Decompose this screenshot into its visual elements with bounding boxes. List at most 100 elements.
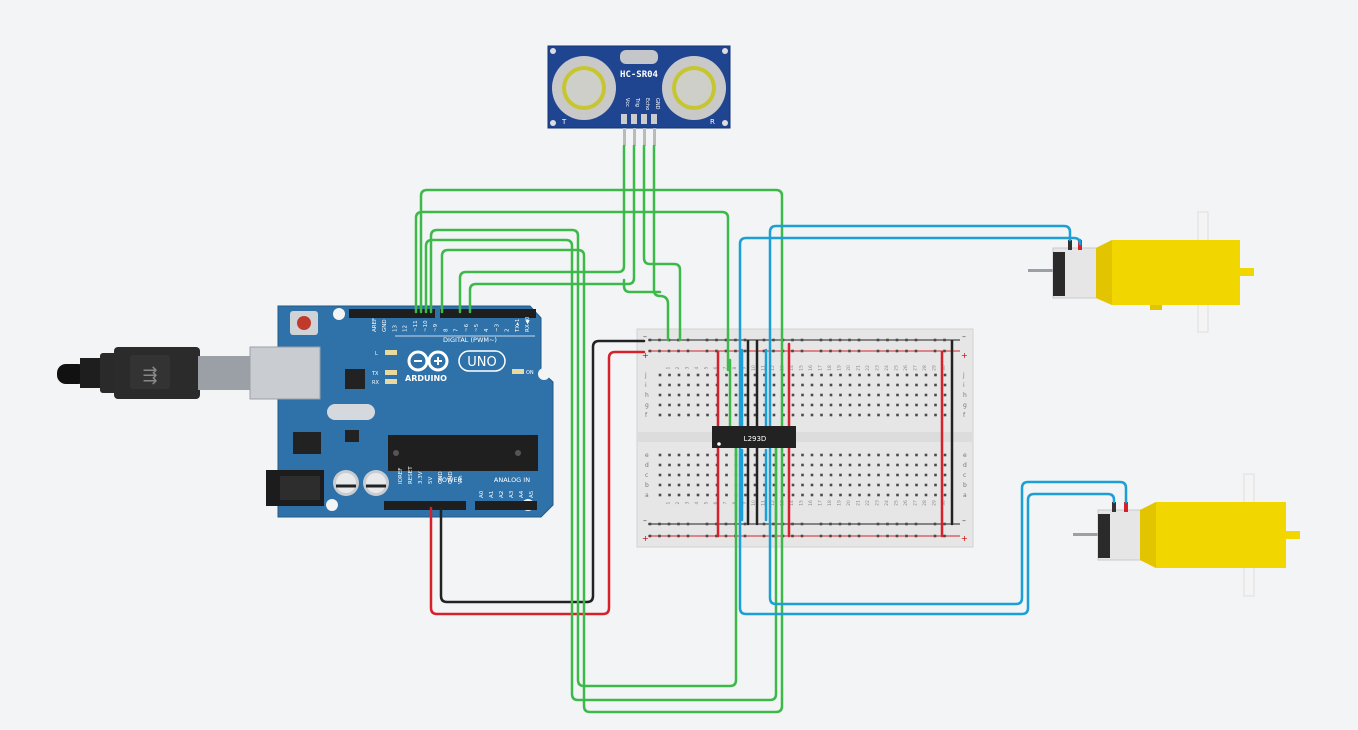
pin-label: ~10 (423, 320, 429, 332)
row-letter: f (645, 412, 648, 419)
column-number: 18 (827, 365, 833, 371)
wire-motor-top-a[interactable] (768, 224, 1128, 606)
column-number: 22 (865, 365, 871, 371)
pin-label: AREF (372, 318, 378, 332)
column-number: 18 (827, 500, 833, 506)
column-number: 17 (818, 500, 824, 506)
pin-label: ~11 (413, 320, 419, 332)
column-number: 26 (903, 365, 909, 371)
pin-label: A5 (529, 490, 535, 498)
sensor-pins[interactable] (621, 114, 657, 146)
rail-minus-tl: – (643, 332, 647, 341)
usb-cable: ⇶ (57, 347, 250, 399)
column-number: 7 (723, 366, 729, 369)
column-number: 2 (675, 501, 681, 504)
row-letter: e (645, 452, 649, 459)
digital-header-label: DIGITAL (PWM~) (443, 336, 497, 344)
wires (414, 144, 1128, 714)
sensor-pin-label: Vcc (624, 98, 630, 107)
row-letter: g (645, 402, 649, 409)
pin-label: A1 (489, 491, 495, 498)
wire-pin-9[interactable] (429, 228, 738, 688)
column-number: 6 (713, 501, 719, 504)
pin-label: RX◀0 (525, 316, 531, 332)
column-number: 29 (932, 365, 938, 371)
svg-text:TX: TX (371, 371, 379, 377)
row-letter: f (963, 412, 966, 419)
sensor-pin-label: Trig (634, 97, 640, 107)
analog-header[interactable] (475, 501, 537, 510)
wire-pin-10[interactable] (419, 188, 784, 714)
pin-label: ~3 (494, 323, 500, 332)
pin-label: A0 (479, 490, 485, 498)
row-letter: i (963, 382, 965, 389)
column-number: 10 (751, 365, 757, 371)
wire-red-5v[interactable] (429, 350, 646, 616)
rail-minus-bl: – (643, 516, 647, 525)
column-number: 1 (666, 501, 672, 504)
column-number: 2 (675, 366, 681, 369)
column-number: 30 (941, 500, 947, 506)
l293d-driver-chip[interactable]: L293D (712, 426, 796, 448)
wire-sensor-vcc[interactable] (458, 144, 626, 314)
column-number: 12 (770, 365, 776, 371)
transmitter (552, 56, 616, 120)
row-letter: d (645, 462, 649, 469)
column-number: 4 (694, 501, 700, 504)
pin-label: GND (382, 319, 388, 332)
rail-plus-tr: + (961, 351, 968, 360)
rail-minus-br: – (962, 516, 966, 525)
row-letter: h (963, 392, 967, 399)
column-number: 3 (685, 366, 691, 369)
wire-sensor-trig[interactable] (468, 144, 636, 314)
chip-label: L293D (744, 435, 767, 443)
row-letter: i (645, 382, 647, 389)
usb-jack (249, 346, 321, 400)
column-number: 9 (742, 366, 748, 369)
svg-text:RX: RX (372, 380, 379, 386)
column-number: 20 (846, 365, 852, 371)
sensor-pin-label: GND (654, 98, 660, 110)
column-number: 12 (770, 500, 776, 506)
column-number: 22 (865, 500, 871, 506)
receiver (662, 56, 726, 120)
column-number: 5 (704, 366, 710, 369)
column-number: 15 (799, 500, 805, 506)
svg-text:L: L (375, 351, 378, 357)
pin-label: ~6 (464, 323, 470, 332)
wire-sensor-echo[interactable] (642, 144, 682, 342)
power-header[interactable] (384, 501, 466, 510)
column-number: 19 (837, 500, 843, 506)
wire-black-gnd[interactable] (439, 339, 646, 604)
column-number: 17 (818, 365, 824, 371)
dc-motor-top[interactable] (1028, 211, 1254, 333)
dc-motor-bottom[interactable] (1073, 473, 1300, 597)
column-number: 23 (875, 500, 881, 506)
column-number: 27 (913, 365, 919, 371)
wire-pin-11[interactable] (414, 210, 730, 372)
column-number: 15 (799, 365, 805, 371)
wire-sensor-gnd[interactable] (652, 144, 670, 342)
digital-header[interactable] (349, 309, 536, 318)
pin-label: ~9 (433, 323, 439, 332)
row-letter: b (645, 482, 649, 489)
sensor-pin-label: Echo (644, 98, 650, 110)
column-number: 1 (666, 366, 672, 369)
row-letter: e (963, 452, 967, 459)
column-number: 25 (894, 500, 900, 506)
wire-motor-top-b[interactable] (738, 236, 1116, 616)
column-number: 19 (837, 365, 843, 371)
column-number: 16 (808, 500, 814, 506)
column-number: 7 (723, 501, 729, 504)
status-leds: L TX RX ON (371, 350, 534, 386)
column-number: 21 (856, 365, 862, 371)
column-number: 29 (932, 500, 938, 506)
pin-label: IOREF (398, 468, 404, 484)
column-number: 28 (922, 365, 928, 371)
wire-pin-8[interactable] (424, 238, 778, 702)
column-number: 14 (789, 365, 795, 371)
power-header-label: POWER (438, 476, 463, 484)
